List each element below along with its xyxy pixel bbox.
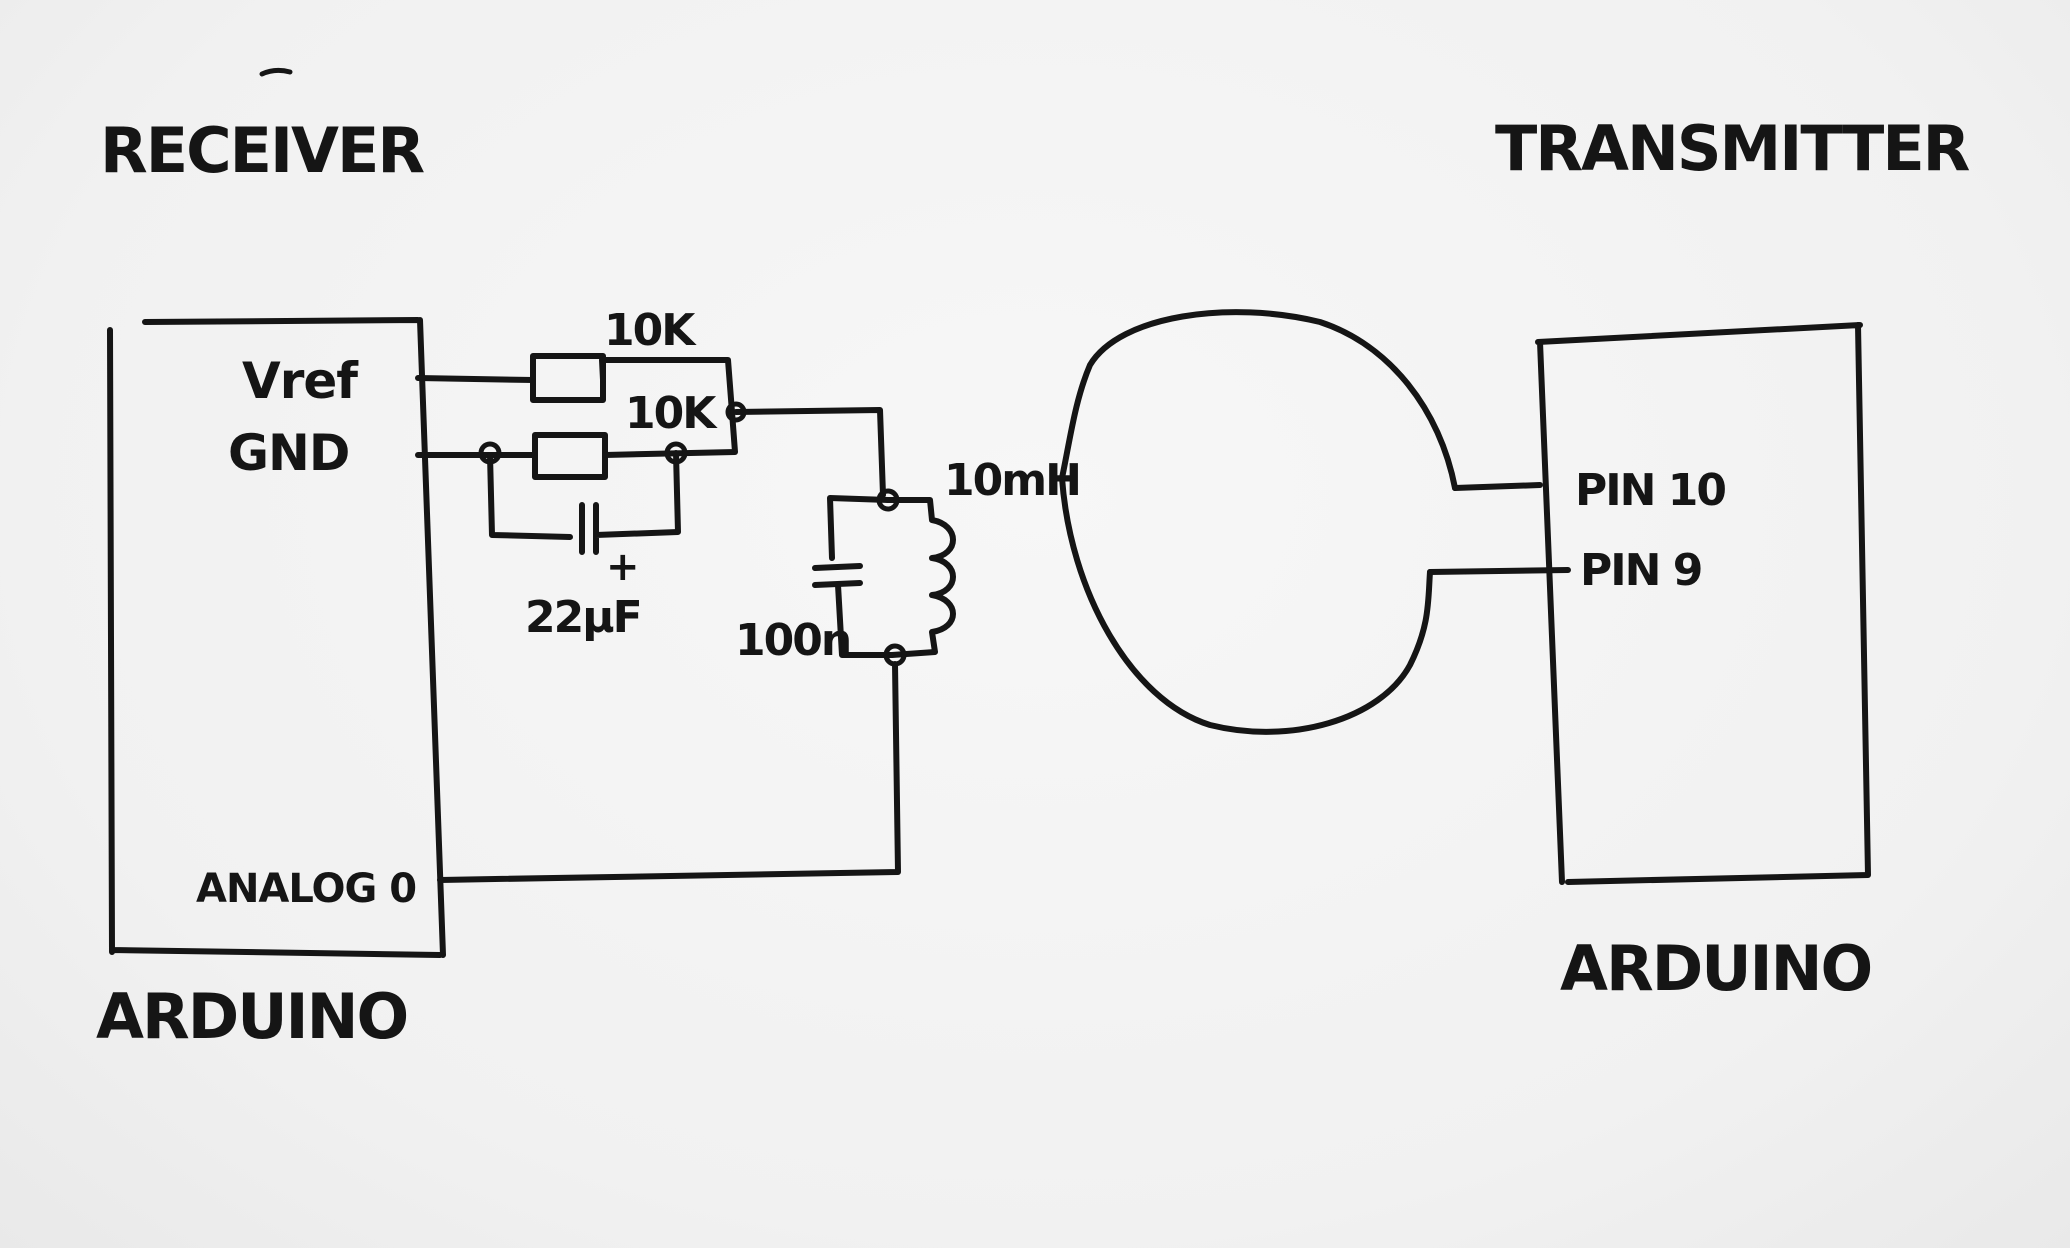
resistor-bottom (532, 432, 608, 480)
resistor-top (530, 353, 606, 403)
pin-label-pin9: PIN 9 (1580, 545, 1701, 596)
receiver-title: RECEIVER (100, 114, 424, 187)
loop-wire-pin10 (1452, 482, 1543, 491)
transmitter-arduino-board (1535, 322, 1871, 885)
capacitor-22uf-value: 22μF (525, 592, 641, 643)
receiver-arduino-label: ARDUINO (96, 980, 407, 1053)
tank-capacitor (812, 495, 895, 658)
inductor-value: 10mH (944, 455, 1080, 506)
pin-label-analog0: ANALOG 0 (196, 866, 416, 912)
resistor-top-value: 10K (604, 305, 697, 356)
inductor-coil (885, 497, 956, 658)
title-accent-mark (259, 67, 293, 77)
loop-wire-pin9 (1427, 567, 1571, 575)
capacitor-polarity-mark: + (606, 544, 639, 590)
resistor-top-wire (599, 357, 735, 415)
vref-wire (415, 375, 536, 383)
electrolytic-capacitor (487, 450, 681, 555)
analog0-wire (437, 661, 901, 883)
receiver-arduino-board (107, 317, 446, 958)
resistor-bottom-wire (602, 409, 738, 458)
transmitter-title: TRANSMITTER (1495, 112, 1970, 185)
tank-feed-wire (733, 407, 886, 498)
resistor-bottom-value: 10K (625, 388, 718, 439)
transmitter-loop-antenna (1059, 309, 1458, 735)
pin-label-gnd: GND (228, 424, 349, 482)
pin-label-pin10: PIN 10 (1575, 465, 1725, 516)
tank-capacitor-value: 100n (735, 615, 850, 666)
transmitter-arduino-label: ARDUINO (1560, 932, 1871, 1005)
pin-label-vref: Vref (242, 352, 359, 410)
